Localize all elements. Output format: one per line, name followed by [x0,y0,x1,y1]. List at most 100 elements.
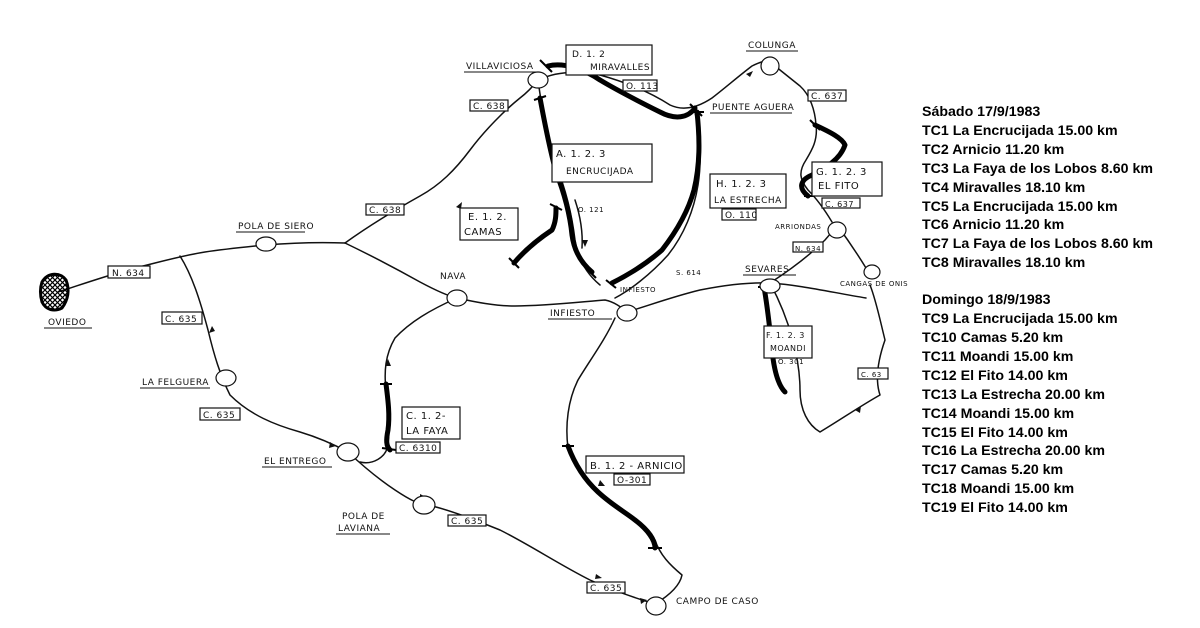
road-nava-infiesto [456,297,628,313]
stage-a-encrucijada-path [537,95,595,275]
road-label-n634-west: N. 634 [112,269,145,279]
list-item: TC3 La Faya de los Lobos 8.60 km [922,160,1154,177]
list-item: TC8 Miravalles 18.10 km [922,255,1086,272]
list-item: TC11 Moandi 15.00 km [922,348,1074,365]
road-label-c638-a: C. 638 [473,102,505,112]
road-c635-south [347,451,656,605]
list-item: TC4 Miravalles 18.10 km [922,179,1086,196]
list-item: TC14 Moandi 15.00 km [922,405,1075,422]
road-label-c637-b: C. 637 [825,200,854,209]
town-pola-de-siero: POLA DE SIERO [238,222,314,232]
town-el-entrego: EL ENTREGO [264,457,326,467]
stage-schedule: Sábado 17/9/1983 TC1 La Encrucijada 15.0… [922,103,1192,518]
town-nava: NAVA [440,272,466,282]
stage-labels: D. 1. 2 MIRAVALLES A. 1. 2. 3 ENCRUCIJAD… [401,44,883,474]
arriondas-marker [827,221,847,239]
list-item: TC9 La Encrucijada 15.00 km [922,311,1118,328]
road-label-n634-east: N. 634 [795,245,821,253]
nava-marker [446,289,468,307]
stage-e-camas-path [511,205,559,266]
road-campo-loop [654,539,683,605]
town-pola-de-laviana-2: LAVIANA [338,524,381,534]
pola-de-siero-marker [255,236,277,252]
road-o121 [574,199,583,249]
la-felguera-marker [215,369,237,387]
road-n634-west [57,241,346,293]
road-label-c635-a: C. 635 [165,315,197,325]
list-item: TC13 La Estrecha 20.00 km [922,386,1105,403]
town-colunga: COLUNGA [748,41,796,51]
road-label-o121: O. 121 [578,206,604,214]
rally-route-map: OVIEDO POLA DE SIERO VILLAVICIOSA COLUNG… [39,41,908,616]
list-item: TC6 Arnicio 11.20 km [922,217,1065,234]
stage-f-name: MOANDI [770,344,806,353]
oviedo-marker [39,272,70,312]
road-label-c635-b: C. 635 [203,411,235,421]
stage-b-label: B. 1. 2 - ARNICIO [590,461,683,472]
stage-e-name: CAMAS [464,227,502,238]
list-item: TC15 El Fito 14.00 km [922,424,1068,441]
stage-d-name: MIRAVALLES [590,63,650,73]
direction-arrows [209,71,861,604]
road-moandi-loop [769,282,886,433]
stage-h-code: H. 1. 2. 3 [716,179,767,190]
el-entrego-marker [336,442,360,462]
road-infiesto-sevares [626,282,771,313]
list-item: TC7 La Faya de los Lobos 8.60 km [922,236,1154,253]
town-la-felguera: LA FELGUERA [142,378,209,388]
stage-h-estrecha-path [609,109,702,286]
road-c635-west [179,255,349,453]
town-cangas-de-onis: CANGAS DE ONIS [840,280,908,288]
sunday-title: Domingo 18/9/1983 [922,292,1051,309]
stage-d-code: D. 1. 2 [572,50,605,60]
pola-de-laviana-marker [412,495,436,515]
cangas-marker [863,264,881,280]
campo-de-caso-marker [645,596,667,616]
list-item: TC5 La Encrucijada 15.00 km [922,198,1118,215]
road-label-c6310: C. 6310 [399,444,437,454]
list-item: TC12 El Fito 14.00 km [922,367,1068,384]
stage-c-code: C. 1. 2- [406,411,446,422]
town-pola-de-laviana-1: POLA DE [342,512,385,522]
list-item: TC19 El Fito 14.00 km [922,500,1068,517]
town-arriondas: ARRIONDAS [775,223,821,231]
colunga-marker [760,56,780,76]
road-label-c635-c: C. 635 [451,517,483,527]
road-label-c63: C. 63 [861,371,882,379]
stage-a-name: ENCRUCIJADA [566,167,634,177]
town-infiesto: INFIESTO [550,309,595,319]
town-campo-de-caso: CAMPO DE CASO [676,597,759,607]
list-item: TC1 La Encrucijada 15.00 km [922,122,1118,139]
road-label-c638-b: C. 638 [369,206,401,216]
list-item: TC18 Moandi 15.00 km [922,481,1075,498]
town-oviedo: OVIEDO [48,318,86,328]
road-label-o110: O. 110 [725,211,758,221]
stage-b-arnicio-path [565,443,658,551]
list-item: TC16 La Estrecha 20.00 km [922,443,1105,460]
town-puente-aguera: PUENTE AGUERA [712,103,795,113]
towns: OVIEDO POLA DE SIERO VILLAVICIOSA COLUNG… [39,41,908,616]
stage-e-code: E. 1. 2. [468,212,507,223]
town-infiesto-road: INFIESTO [620,286,656,294]
stage-a-code: A. 1. 2. 3 [556,149,606,160]
sevares-marker [759,278,781,294]
stage-f-code: F. 1. 2. 3 [766,331,805,340]
road-label-c635-d: C. 635 [590,584,622,594]
stage-c-name: LA FAYA [406,426,448,437]
infiesto-marker [616,304,638,322]
stage-g-name: EL FITO [818,181,859,192]
road-n634-nava [344,242,458,299]
road-c637 [769,61,833,223]
stage-h-name: LA ESTRECHA [714,196,782,206]
stage-c-faya-path [383,381,393,453]
stage-g-code: G. 1. 2. 3 [816,167,867,178]
road-label-s614: S. 614 [676,269,701,277]
road-infiesto-arnicio [566,317,616,449]
road-labels: N. 634 C. 635 C. 635 C. 635 C. 635 C. 63… [107,79,889,594]
town-villaviciosa: VILLAVICIOSA [466,62,534,72]
road-label-c637-a: C. 637 [811,92,843,102]
saturday-title: Sábado 17/9/1983 [922,104,1041,120]
list-item: TC10 Camas 5.20 km [922,329,1064,346]
villaviciosa-marker [527,71,549,89]
road-label-o113: O. 113 [626,82,659,92]
